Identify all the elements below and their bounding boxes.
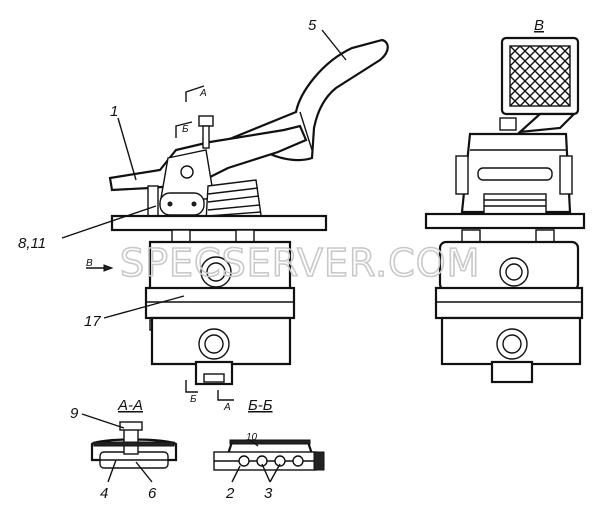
pedal	[177, 38, 389, 162]
section-label-aa: А-А	[117, 397, 143, 414]
callout-9: 9	[70, 405, 79, 422]
cut-mark-v-arrow: В	[86, 258, 93, 269]
watermark: SPECSERVER.COM	[120, 241, 480, 285]
callout-3: 3	[264, 485, 273, 502]
callout-4: 4	[100, 485, 108, 502]
section-label-bb: Б-Б	[248, 397, 273, 414]
base-plate	[110, 214, 328, 232]
section-bb	[213, 439, 325, 471]
callout-1: 1	[110, 103, 118, 120]
view-label: В	[534, 17, 544, 34]
cut-mark-b-bottom: Б	[190, 394, 197, 405]
callout-10: 10	[246, 432, 258, 443]
cut-mark-b-top: Б	[182, 124, 189, 135]
view-v	[424, 36, 586, 384]
callout-6: 6	[148, 485, 157, 502]
cut-marks	[86, 85, 234, 401]
main-view	[108, 38, 389, 386]
callout-17: 17	[84, 313, 101, 330]
cut-mark-a-bottom: А	[223, 402, 231, 413]
callout-2: 2	[225, 485, 235, 502]
callout-5: 5	[308, 17, 317, 34]
section-aa	[90, 421, 178, 469]
callout-8-11: 8,11	[18, 235, 46, 252]
leader-lines	[61, 29, 347, 483]
cut-mark-a-top: А	[199, 88, 207, 99]
